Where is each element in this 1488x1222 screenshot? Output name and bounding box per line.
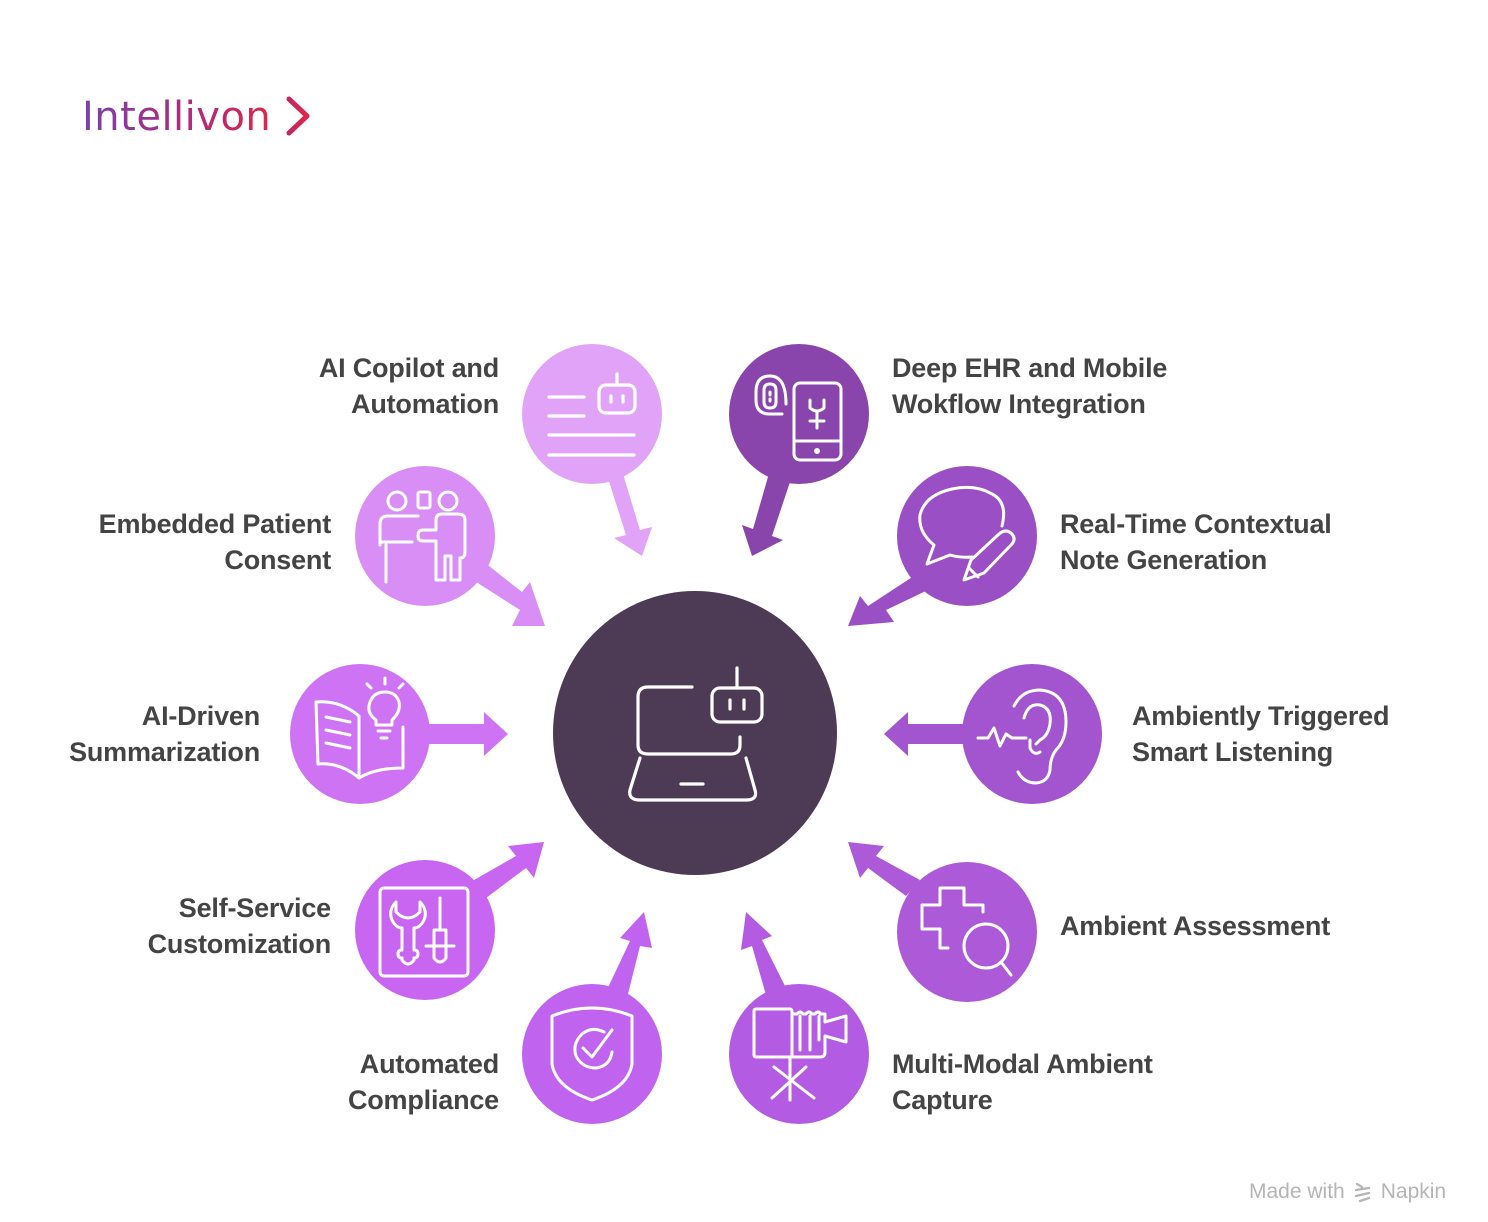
arrow-patient-consent — [470, 562, 545, 626]
label-line: Self-Service — [178, 893, 331, 923]
label-line: Ambient Assessment — [1060, 911, 1330, 941]
arrow-ambient-capture — [741, 912, 790, 1002]
shield-check-icon — [550, 1006, 634, 1102]
node-summarization — [290, 664, 430, 804]
label-ambient-capture: Multi-Modal Ambient Capture — [892, 1046, 1153, 1118]
speech-pencil-icon — [918, 485, 1016, 582]
arrow-deep-ehr — [742, 470, 792, 556]
label-assessment: Ambient Assessment — [1060, 908, 1330, 944]
label-line: Customization — [147, 929, 332, 959]
label-note-generation: Real-Time Contextual Note Generation — [1060, 506, 1332, 578]
ear-soundwave-icon — [976, 688, 1068, 785]
tools-icon — [378, 886, 470, 978]
arrow-summarization — [420, 712, 508, 756]
node-smart-listening — [962, 664, 1102, 804]
arrow-smart-listening — [884, 712, 970, 756]
node-ai-copilot — [522, 344, 662, 484]
node-deep-ehr — [729, 344, 869, 484]
people-consent-icon — [378, 490, 467, 584]
node-ambient-capture — [729, 984, 869, 1124]
laptop-robot-icon — [628, 666, 764, 802]
footer-brand: Napkin — [1380, 1180, 1447, 1203]
arrow-compliance — [604, 912, 652, 1002]
document-robot-icon — [547, 372, 637, 457]
label-line: Consent — [224, 545, 331, 575]
label-line: Compliance — [347, 1085, 499, 1115]
brand-logo: Intellivon — [82, 94, 272, 140]
label-line: Ambiently Triggered — [1132, 701, 1390, 731]
book-lightbulb-icon — [314, 676, 405, 780]
chevron-right-icon — [286, 96, 310, 136]
label-line: Real-Time Contextual — [1060, 509, 1332, 539]
napkin-logo-icon — [1354, 1182, 1370, 1203]
node-patient-consent — [355, 466, 495, 606]
label-line: Deep EHR and Mobile — [892, 353, 1168, 383]
label-smart-listening: Ambiently Triggered Smart Listening — [1132, 698, 1389, 770]
node-customization — [355, 860, 495, 1000]
label-line: Automation — [351, 389, 499, 419]
label-line: AI-Driven — [141, 701, 260, 731]
arrows — [420, 464, 970, 1002]
label-compliance: Automated Compliance — [348, 1046, 499, 1118]
label-customization: Self-Service Customization — [147, 890, 332, 962]
label-line: Multi-Modal Ambient — [892, 1049, 1153, 1079]
node-assessment — [897, 862, 1037, 1002]
arrow-assessment — [848, 842, 920, 896]
label-line: AI Copilot and — [318, 353, 499, 383]
node-compliance — [522, 984, 662, 1124]
label-line: Embedded Patient — [98, 509, 332, 539]
label-summarization: AI-Driven Summarization — [69, 698, 260, 770]
label-line: Wokflow Integration — [892, 389, 1146, 419]
footer-prefix: Made with — [1249, 1180, 1345, 1203]
made-with-napkin-badge[interactable]: Made with Napkin — [1249, 1180, 1446, 1204]
label-ai-copilot: AI Copilot and Automation — [319, 350, 499, 422]
label-deep-ehr: Deep EHR and Mobile Wokflow Integration — [892, 350, 1167, 422]
label-line: Summarization — [69, 737, 260, 767]
arrow-ai-copilot — [598, 464, 652, 556]
label-line: Automated — [359, 1049, 499, 1079]
label-patient-consent: Embedded Patient Consent — [98, 506, 332, 578]
label-line: Capture — [892, 1085, 993, 1115]
arrow-note-generation — [848, 572, 932, 626]
center-hub — [553, 591, 837, 875]
node-note-generation — [897, 466, 1037, 606]
label-line: Note Generation — [1060, 545, 1268, 575]
medical-search-icon — [920, 886, 1013, 977]
video-camera-tripod-icon — [752, 1007, 848, 1102]
fingerprint-mobile-icon — [754, 374, 843, 462]
label-line: Smart Listening — [1132, 737, 1334, 767]
arrow-customization — [474, 842, 544, 898]
